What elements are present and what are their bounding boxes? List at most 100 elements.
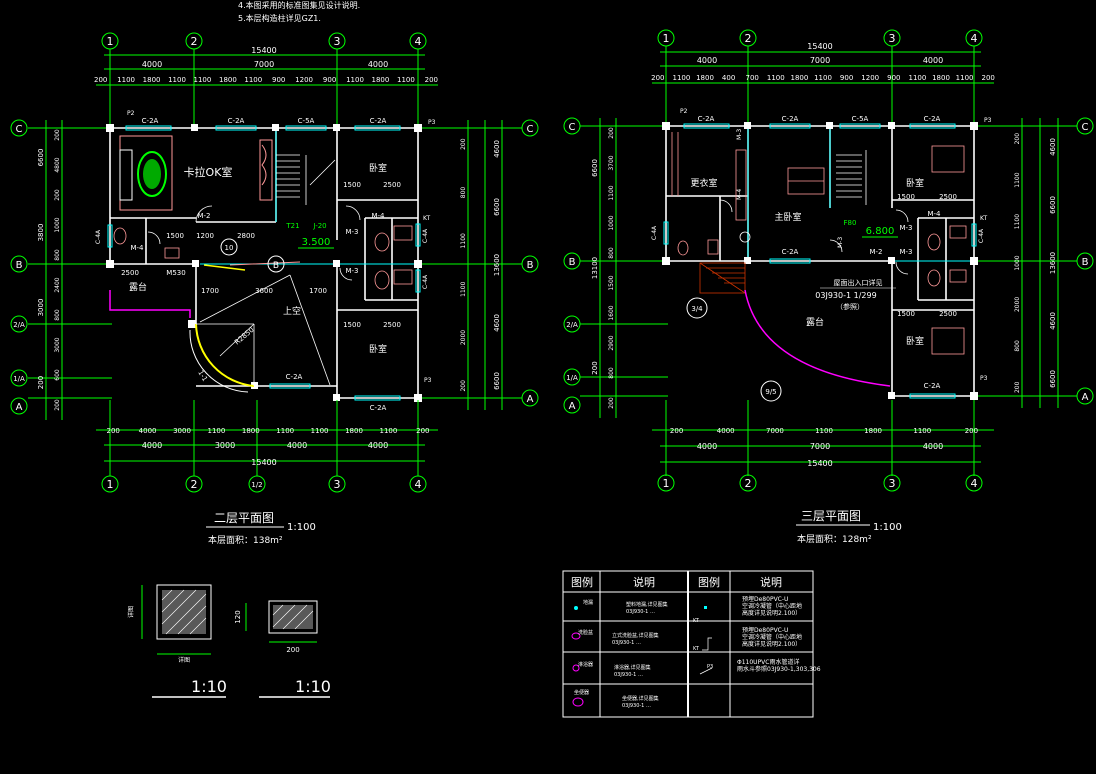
room-label-karaoke: 卡拉OK室 [184,165,233,179]
dim-text: 4000 [139,427,157,435]
window-label: C-2A [286,373,303,381]
inner-dim: 1500 [343,181,361,189]
stair-tag: J-20 [312,222,326,230]
door-label: M-4 [927,210,941,218]
column [272,124,279,131]
dim-text: 900 [323,76,336,84]
inner-dim: 1200 [196,232,214,240]
dim-text: 200 [1014,381,1021,393]
pink-rail [229,261,301,266]
washbasin-icon [571,632,581,640]
dim-text: 200 [94,76,107,84]
detail-outline [156,584,212,640]
door-label: M-4 [736,189,743,200]
plan3-axis-bottom: 1 2 3 4 [657,474,983,492]
dim-text: 2000 [460,330,467,345]
dim-text: 3800 [37,224,45,242]
plan3-door-swings [719,199,909,275]
yellow-rail [203,264,246,271]
wardrobe-icon [671,132,747,221]
dim-bay: 4000 [142,441,162,450]
plan2-door-swings [147,205,361,281]
toilet-icon [572,697,584,707]
column [970,122,978,130]
legend-text: Φ110UPVC雨水管道详雨水斗参照03J930-1,303,306 [737,658,821,673]
dim-text: 800 [54,309,61,321]
plan3-dim-lines-side [580,118,1077,418]
axis-label: 2 [191,478,198,491]
axis-label: A [527,394,534,405]
axis-bubble [563,396,581,414]
dim-text: 1100 [460,281,467,296]
elevation-label: 3.500 [302,237,331,248]
window-label: C-4A [422,274,429,289]
dim-text: 4800 [54,157,61,172]
dim-text: 2400 [54,277,61,292]
window [769,123,811,129]
dim-text: 2000 [1014,297,1021,312]
window [215,125,257,131]
axis-label: 4 [415,478,422,491]
callout-bubble [760,380,782,402]
axis-label: 1/2 [251,481,262,489]
door-label: M-3 [899,248,912,256]
plan3-stair-icon [836,150,867,205]
ac-pipe-icon [704,606,707,609]
column [662,122,670,130]
window-label: C-2A [370,117,387,125]
window-label: C-4A [978,228,985,243]
plan2-title: 二层平面图 [214,511,274,525]
hatch-line [161,589,185,613]
axis-label: 2 [745,477,752,490]
dim-text: 2900 [608,335,615,350]
dim-text: 1200 [861,74,879,82]
plan3-window-labels: C-2A C-2A C-5A C-2A C-2A C-2A C-4A C-4A [651,115,985,390]
legend-row: P3 Φ110UPVC雨水管道详雨水斗参照03J930-1,303,306 [699,658,821,675]
plan2-dim-lines-top [96,49,438,125]
void-diagonal [289,274,331,386]
dim-text: 1800 [345,427,363,435]
plan3-inner-dims: 1500 2500 1500 2500 [897,193,957,318]
door-swing-icon [895,209,909,223]
dim-text: 800 [54,249,61,261]
dim-text: 600 [54,369,61,381]
window-label: C-2A [782,248,799,256]
door-swing-icon [895,261,909,275]
dim-bay: 7000 [810,56,830,65]
dim-total: 15400 [251,46,276,55]
column [191,124,198,131]
table-fill [143,159,161,189]
dim-text: 1100 [193,76,211,84]
dim-text: 1100 [311,427,329,435]
legend-symbol-label: P3 [707,664,713,670]
dim-bay: 4000 [923,56,943,65]
window [269,383,311,389]
marker-label: P2 [680,108,688,115]
door-label: M530 [166,269,185,277]
dim-text: 1800 [790,74,808,82]
axis-label: B [273,261,279,271]
dim-text: 800 [608,367,615,379]
dim-text: 700 [746,74,759,82]
ac-outlet-icon [702,637,712,651]
callout-bubble [220,238,238,256]
curved-wall [189,329,249,393]
dim-bay: 4000 [368,60,388,69]
dim-text: 1100 [1014,214,1021,229]
detail-hatch-lines [161,589,207,635]
toilet-icon [677,240,689,256]
column [192,260,199,267]
window-label: C-2A [142,117,159,125]
dim-text: 1800 [864,427,882,435]
door-swing-icon [829,239,843,253]
window-label: C-2A [924,382,941,390]
window [909,123,956,129]
window-label: C-2A [924,115,941,123]
note-4: 4.本图采用的标准图集见设计说明. [238,0,360,10]
column [414,394,422,402]
